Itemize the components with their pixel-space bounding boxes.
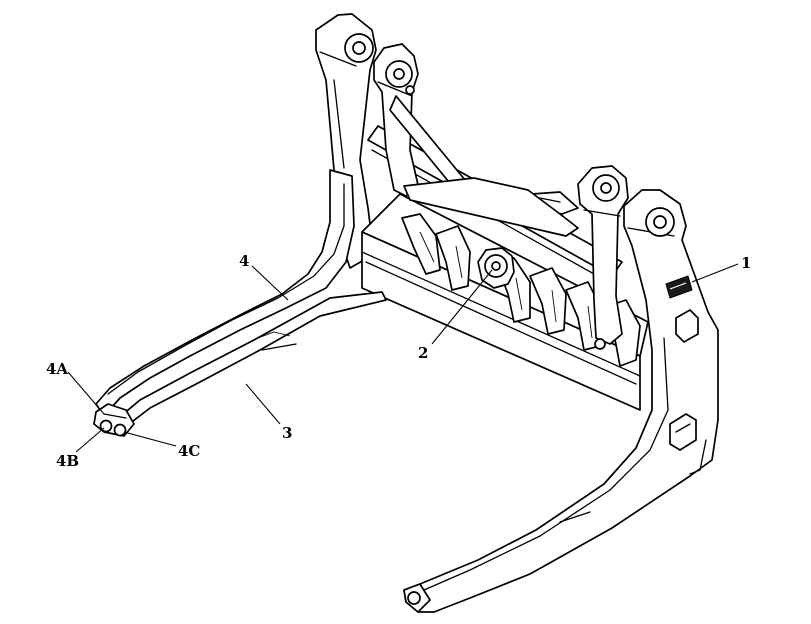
beam-gussets [401,213,641,367]
left-tine-arm [95,169,355,417]
callout-4b: 4B [56,452,79,470]
right-link-arm [577,165,629,350]
callout-4a: 4A [46,360,68,378]
leader-1 [691,263,739,283]
callout-3: 3 [282,424,292,442]
leader-3 [245,383,281,425]
callout-labels: 1 2 3 4 4A 4B 4C [46,252,751,470]
leader-4b [75,427,105,453]
leader-4 [251,265,289,301]
right-tine-arm [403,189,719,613]
left-mast-arm [315,13,377,269]
leader-2 [431,269,493,345]
callout-2: 2 [418,344,428,362]
left-tine-inner-bar [115,291,387,429]
callout-4c: 4C [178,442,200,460]
leader-lines [67,263,739,453]
callout-4: 4 [239,252,249,270]
callout-1: 1 [741,254,751,272]
leader-4c [123,431,177,447]
leader-4a [67,371,105,415]
